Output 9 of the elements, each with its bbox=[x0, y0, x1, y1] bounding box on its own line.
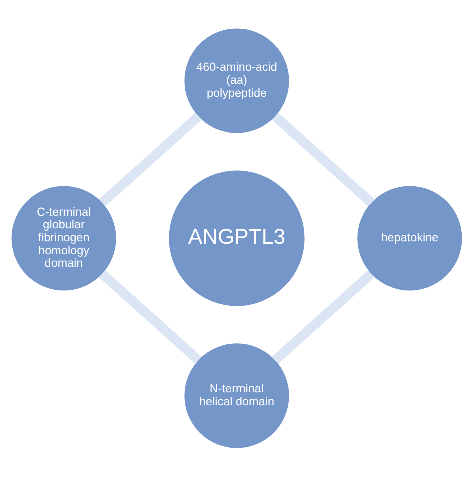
node-circle: C-terminal globular fibrinogen homology domain bbox=[12, 186, 116, 291]
node-circle: N-terminal helical domain bbox=[184, 344, 290, 448]
connector bbox=[272, 270, 375, 364]
connector bbox=[99, 270, 202, 364]
connector bbox=[272, 113, 375, 207]
node-circle: 460-amino-acid (aa) polypeptide bbox=[184, 28, 290, 134]
connector bbox=[99, 113, 202, 207]
node-circle: hepatokine bbox=[358, 186, 462, 291]
node-circle: ANGPTL3 bbox=[169, 170, 305, 306]
